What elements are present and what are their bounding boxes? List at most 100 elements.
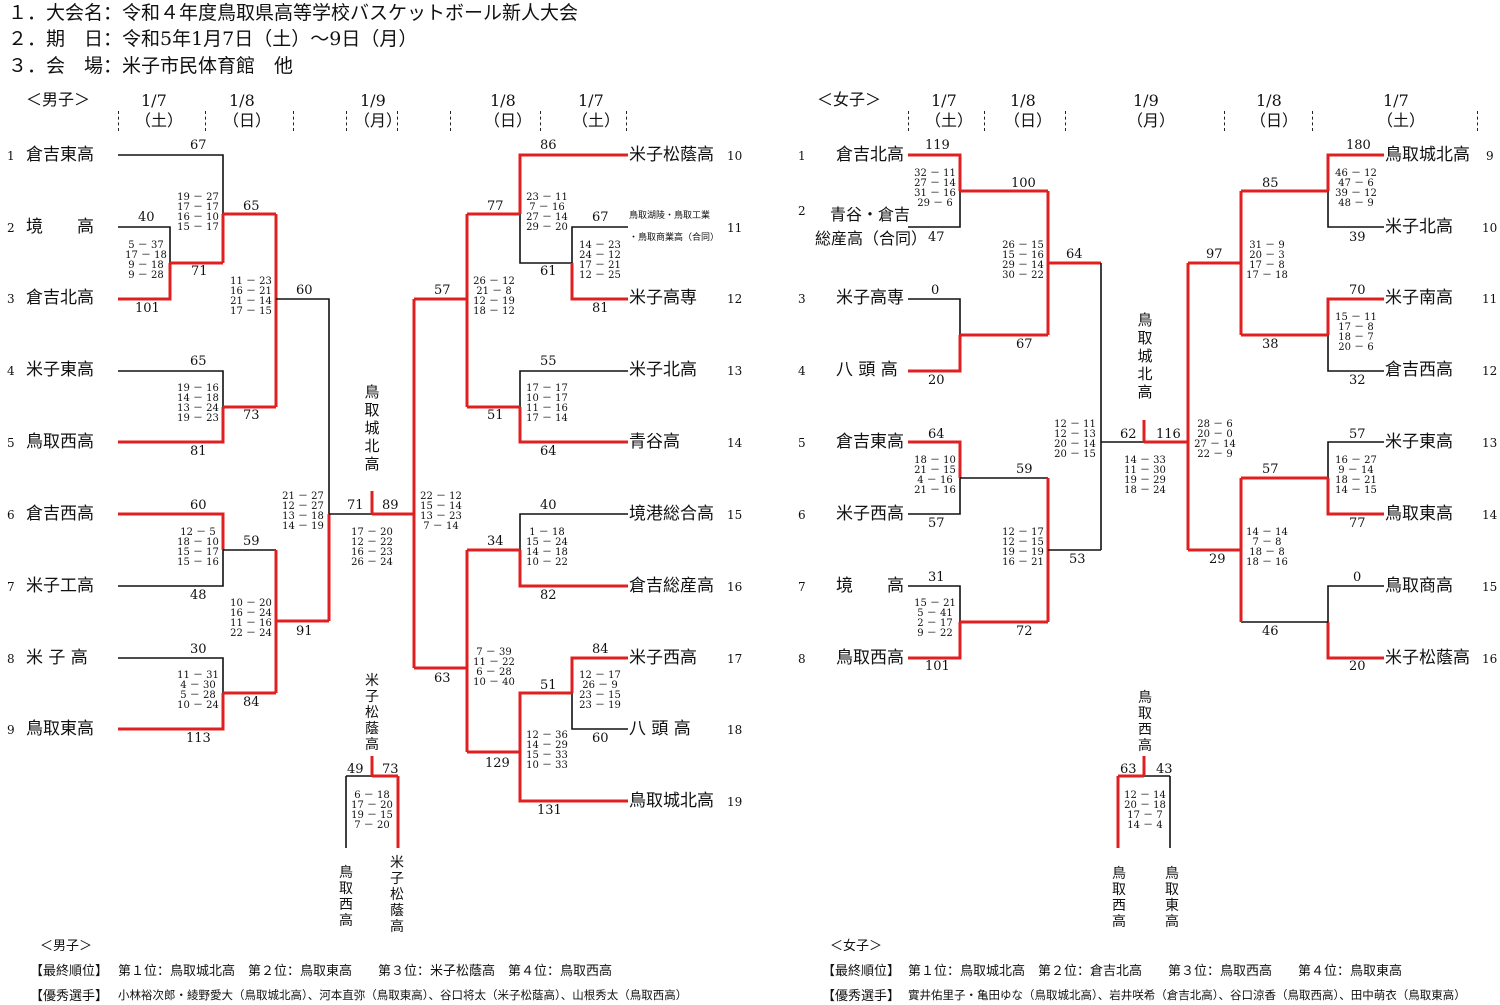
team-name: 倉吉北高	[836, 145, 904, 165]
score: 84	[243, 695, 260, 710]
girls-champion: 鳥取城北高	[1137, 311, 1153, 401]
bracket-line	[570, 656, 628, 693]
score: 101	[135, 301, 160, 316]
score: 64	[1066, 247, 1083, 262]
score: 71	[347, 498, 364, 513]
bracket-line	[518, 691, 572, 752]
score: 116	[1156, 427, 1181, 442]
score: 81	[190, 444, 207, 459]
score: 85	[1262, 176, 1279, 191]
boys-weekday: （土）	[572, 111, 621, 130]
score: 77	[1349, 516, 1366, 531]
team-name: 鳥取城北高	[629, 791, 714, 811]
seed-number: 11	[1482, 292, 1498, 306]
boys-date: 1/7	[141, 91, 167, 110]
team-name: 鳥取東高	[1385, 504, 1453, 524]
bracket-line	[118, 226, 171, 263]
boys-results-label: ＜男子＞	[40, 939, 93, 954]
team-name: 境 高	[836, 576, 904, 596]
bracket-line	[908, 585, 961, 622]
seed-number: 18	[727, 723, 743, 737]
team-name: 米子北高	[629, 360, 697, 380]
team-name-line2: 総産高（合同）	[815, 229, 928, 248]
score: 40	[138, 210, 155, 225]
team-name: 鳥取東高	[26, 719, 94, 739]
tournament-name: １．大会名：令和４年度鳥取県高等学校バスケットボール新人大会	[8, 2, 579, 24]
team-name: 鳥取西高	[836, 648, 904, 668]
bracket-line	[118, 407, 225, 444]
boys-champion: 鳥取城北高	[364, 383, 380, 473]
team-name: 境 高	[26, 217, 94, 237]
bracket-line	[570, 263, 628, 301]
bracket-line	[908, 153, 962, 191]
team-name: 倉吉北高	[26, 288, 94, 308]
team-name: 米子西高	[836, 504, 904, 524]
score: 40	[540, 498, 557, 513]
score: 113	[186, 731, 211, 746]
score: 59	[243, 534, 260, 549]
score: 65	[243, 199, 260, 214]
score: 57	[1349, 427, 1366, 442]
bracket-line	[1327, 441, 1384, 478]
seed-number: 7	[7, 580, 15, 594]
score: 57	[928, 516, 945, 531]
score: 31	[928, 570, 945, 585]
team-name: 米子松蔭高	[629, 145, 714, 165]
girls-weekday: （土）	[925, 111, 974, 130]
team-name: 米子高専	[836, 288, 904, 308]
score: 89	[382, 498, 399, 513]
score: 29	[1209, 552, 1226, 567]
score: 55	[540, 354, 557, 369]
score: 20	[1349, 659, 1366, 674]
bracket-line	[518, 752, 628, 803]
boys-third-left-team: 鳥取西高	[339, 865, 353, 929]
team-name: 青谷高	[629, 432, 680, 452]
score: 46	[1262, 624, 1279, 639]
bracket-line	[908, 298, 961, 335]
boys-date: 1/9	[360, 91, 386, 110]
bracket-line	[1326, 153, 1384, 191]
seed-number: 5	[798, 436, 806, 450]
bracket-line	[118, 512, 225, 550]
team-name: 鳥取湖陵・鳥取工業	[629, 211, 711, 221]
seed-number: 15	[727, 508, 743, 522]
team-name: 米子高専	[629, 288, 697, 308]
score: 97	[1206, 247, 1223, 262]
bracket-line	[1326, 622, 1384, 660]
girls-results-label: ＜女子＞	[830, 939, 883, 954]
team-name: 青谷・倉吉	[830, 205, 911, 224]
score: 72	[1016, 624, 1033, 639]
team-name: 鳥取西高	[26, 432, 94, 452]
score: 62	[1120, 427, 1137, 442]
boys-weekday: （日）	[484, 111, 533, 130]
girls-third-right-team: 鳥取東高	[1165, 866, 1179, 930]
girls-rank-label: 【最終順位】	[822, 964, 901, 979]
bracket-line	[518, 153, 628, 214]
bracket-line	[908, 440, 962, 478]
bracket-line	[118, 550, 224, 587]
score: 71	[191, 264, 208, 279]
girls-date: 1/7	[1383, 91, 1409, 110]
girls-third-left-team: 鳥取西高	[1112, 866, 1126, 930]
team-name: 八 頭 高	[629, 719, 691, 739]
seed-number: 10	[1482, 221, 1498, 235]
boys-label: ＜男子＞	[26, 90, 91, 109]
girls-weekday: （日）	[1250, 111, 1299, 130]
score: 84	[592, 642, 609, 657]
score: 63	[1120, 762, 1137, 777]
score: 43	[1156, 762, 1173, 777]
girls-date: 1/9	[1133, 91, 1159, 110]
boys-weekday: （土）	[135, 111, 184, 130]
